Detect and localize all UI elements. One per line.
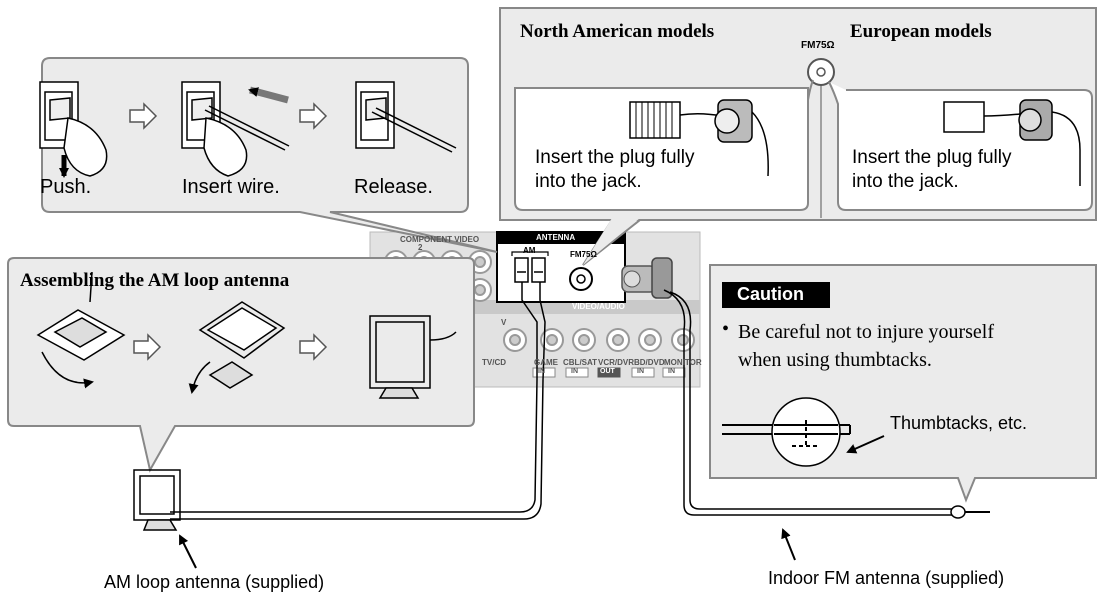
jack-label-vcr-dvr: VCR/DVR <box>598 358 635 367</box>
caution-bullet: • <box>722 318 730 340</box>
fm-jack-icon <box>807 58 835 86</box>
jack-label-game: GAME <box>534 358 558 367</box>
eu-plug-instruction-line1: Insert the plug fully <box>852 147 1012 168</box>
v-label: V <box>501 318 507 327</box>
eu-plug-instruction: Insert the plug fully into the jack. <box>852 146 1011 194</box>
fm-plug-panel <box>499 7 1097 266</box>
fm-plug-connected <box>621 257 673 299</box>
antenna-header-label: ANTENNA <box>536 233 576 242</box>
am-assembly-step1-illustration <box>36 271 126 389</box>
na-plug-instruction: Insert the plug fully into the jack. <box>535 146 694 194</box>
caution-line2: when using thumbtacks. <box>738 349 932 371</box>
na-plug-icon <box>629 99 769 177</box>
na-plug-instruction-line2: into the jack. <box>535 171 642 192</box>
na-plug-instruction-line1: Insert the plug fully <box>535 147 695 168</box>
na-plug-box <box>514 79 814 211</box>
am-assembly-step3-illustration <box>369 315 457 399</box>
component-video-label: COMPONENT VIDEO <box>400 235 480 244</box>
step-arrow-icon <box>129 102 328 130</box>
out-tag-vcr-dvr: OUT <box>600 368 615 375</box>
release-step-label: Release. <box>354 176 433 198</box>
thumbtack-illustration <box>722 397 885 467</box>
caution-line1: Be careful not to injure yourself <box>738 321 995 343</box>
caution-badge-label: Caution <box>737 284 804 304</box>
am-terminals <box>514 257 546 283</box>
am-assembly-step2-illustration <box>188 301 286 394</box>
fm-jack <box>569 267 593 291</box>
fm-jack-label: FM75Ω <box>801 40 835 51</box>
fm-terminal-label: FM75Ω <box>570 250 597 259</box>
push-step-label: Push. <box>40 176 92 198</box>
am-assembly-heading: Assembling the AM loop antenna <box>20 270 290 291</box>
component-number-label: 2 <box>418 243 423 252</box>
jack-label-cbl-sat: CBL/SAT <box>563 358 598 367</box>
video-audio-jacks <box>503 328 695 352</box>
wire-push-panel <box>39 57 498 253</box>
in-tag-vcr-dvr: IN <box>637 368 644 375</box>
eu-plug-box <box>828 81 1093 211</box>
jack-label-monitor: MONITOR <box>664 358 702 367</box>
am-step-arrow-icon <box>133 333 328 361</box>
am-antenna-caption: AM loop antenna (supplied) <box>104 572 325 592</box>
release-step-illustration <box>355 81 457 153</box>
am-assembly-panel <box>7 257 475 473</box>
european-models-heading: European models <box>850 21 992 42</box>
insert-step-label: Insert wire. <box>182 176 280 198</box>
push-step-illustration <box>39 81 108 178</box>
in-tag-game: IN <box>538 368 545 375</box>
fm-feed-wire <box>663 289 990 519</box>
video-audio-label: VIDEO/AUDIO <box>572 302 625 311</box>
jack-label-bd-dvd: BD/DVD <box>634 358 665 367</box>
in-tag-bd-dvd: IN <box>668 368 675 375</box>
insert-step-illustration <box>181 81 290 177</box>
thumbtacks-label: Thumbtacks, etc. <box>890 413 1028 433</box>
caution-badge <box>722 282 830 308</box>
fm-antenna-pointer <box>781 528 796 561</box>
caution-panel <box>709 264 1097 503</box>
eu-plug-instruction-line2: into the jack. <box>852 171 959 192</box>
in-tag-cbl-sat: IN <box>571 368 578 375</box>
fm-antenna-caption: Indoor FM antenna (supplied) <box>768 568 1005 588</box>
caution-text: Be careful not to injure yourself when u… <box>738 318 994 374</box>
eu-plug-icon <box>943 99 1081 186</box>
north-american-models-heading: North American models <box>520 21 715 42</box>
am-feed-wire <box>170 282 546 520</box>
am-terminal-label: AM <box>523 246 536 255</box>
am-loop-antenna <box>133 469 197 569</box>
jack-label-tv-cd: TV/CD <box>482 358 506 367</box>
